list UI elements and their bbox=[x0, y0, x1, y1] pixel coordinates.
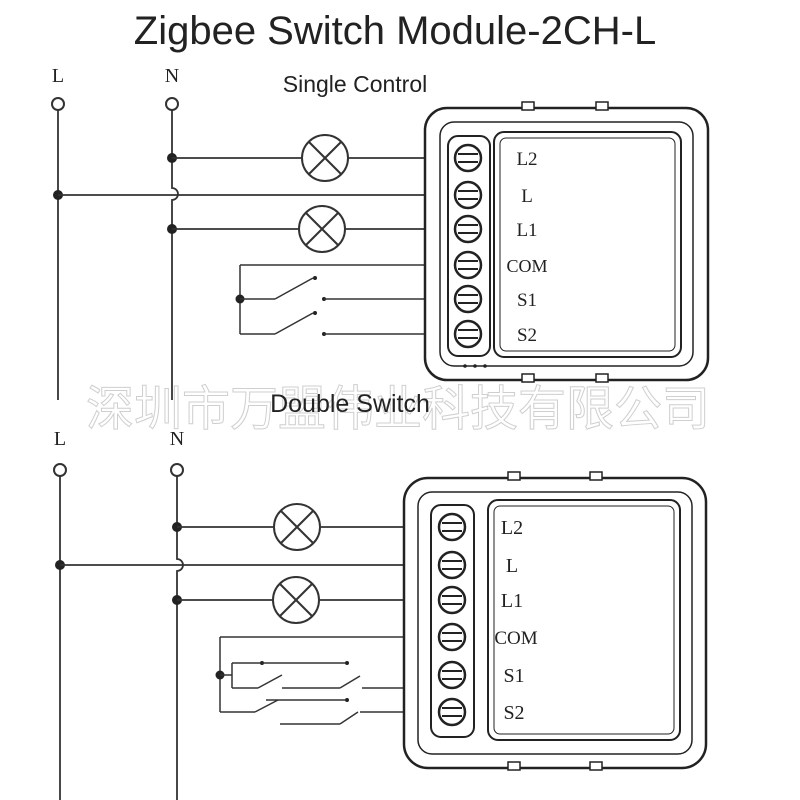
live-rail-label: L bbox=[52, 65, 64, 87]
lamp-icon bbox=[272, 576, 320, 624]
double-switch-heading: Double Switch bbox=[270, 390, 430, 418]
neutral-rail-label: N bbox=[170, 428, 184, 450]
screw-icon bbox=[453, 143, 483, 173]
two-way-switch-1-icon bbox=[232, 661, 442, 689]
terminal-labels: L2 L L1 COM S1 S2 bbox=[494, 517, 537, 724]
terminal-label: L2 bbox=[516, 149, 537, 170]
terminal-label: COM bbox=[506, 256, 547, 276]
neutral-rail bbox=[171, 110, 179, 400]
live-terminal-circle bbox=[53, 463, 67, 477]
terminal-label: L bbox=[521, 186, 533, 207]
terminal-label: L1 bbox=[501, 590, 523, 612]
terminal-label: S2 bbox=[517, 325, 537, 346]
screw-icon bbox=[437, 660, 467, 690]
lamp-2-circuit bbox=[172, 576, 442, 624]
neutral-terminal-circle bbox=[165, 97, 179, 111]
live-rail-label: L bbox=[54, 428, 66, 450]
terminal-label: S1 bbox=[517, 290, 537, 311]
terminal-label: S2 bbox=[503, 702, 524, 724]
screw-icon bbox=[437, 512, 467, 542]
lamp-1-circuit bbox=[172, 503, 442, 551]
terminal-label: L2 bbox=[501, 517, 523, 539]
live-terminal-circle bbox=[51, 97, 65, 111]
screw-icon bbox=[453, 284, 483, 314]
diagram-title: Zigbee Switch Module-2CH-L bbox=[134, 9, 656, 53]
terminal-screws bbox=[437, 512, 467, 727]
live-feed-wire bbox=[55, 560, 442, 570]
lamp-icon bbox=[273, 503, 321, 551]
terminal-screws bbox=[453, 143, 483, 349]
lamp-1-circuit bbox=[167, 134, 458, 182]
screw-icon bbox=[453, 214, 483, 244]
terminal-label: L bbox=[506, 555, 518, 577]
neutral-terminal-circle bbox=[170, 463, 184, 477]
lamp-icon bbox=[298, 205, 346, 253]
screw-icon bbox=[453, 250, 483, 280]
single-control-section: Single Control L N bbox=[51, 65, 710, 400]
single-control-heading: Single Control bbox=[283, 71, 427, 97]
lamp-icon bbox=[301, 134, 349, 182]
screw-icon bbox=[437, 697, 467, 727]
lamp-2-circuit bbox=[167, 205, 458, 253]
screw-icon bbox=[437, 550, 467, 580]
live-feed-wire bbox=[53, 190, 458, 200]
watermark-text: 深圳市万盟伟业科技有限公司 bbox=[86, 381, 710, 437]
screw-icon bbox=[453, 180, 483, 210]
switch-module bbox=[402, 471, 708, 771]
double-switch-section: Double Switch L N bbox=[53, 390, 708, 800]
terminal-labels: L2 L L1 COM S1 S2 bbox=[506, 149, 547, 346]
terminal-label: L1 bbox=[516, 220, 537, 241]
neutral-rail-label: N bbox=[165, 65, 179, 87]
screw-icon bbox=[437, 585, 467, 615]
screw-icon bbox=[437, 622, 467, 652]
terminal-label: S1 bbox=[503, 665, 524, 687]
switch-module bbox=[423, 101, 710, 383]
screw-icon bbox=[453, 319, 483, 349]
double-switch-wiring bbox=[215, 636, 442, 725]
terminal-label: COM bbox=[494, 628, 537, 649]
